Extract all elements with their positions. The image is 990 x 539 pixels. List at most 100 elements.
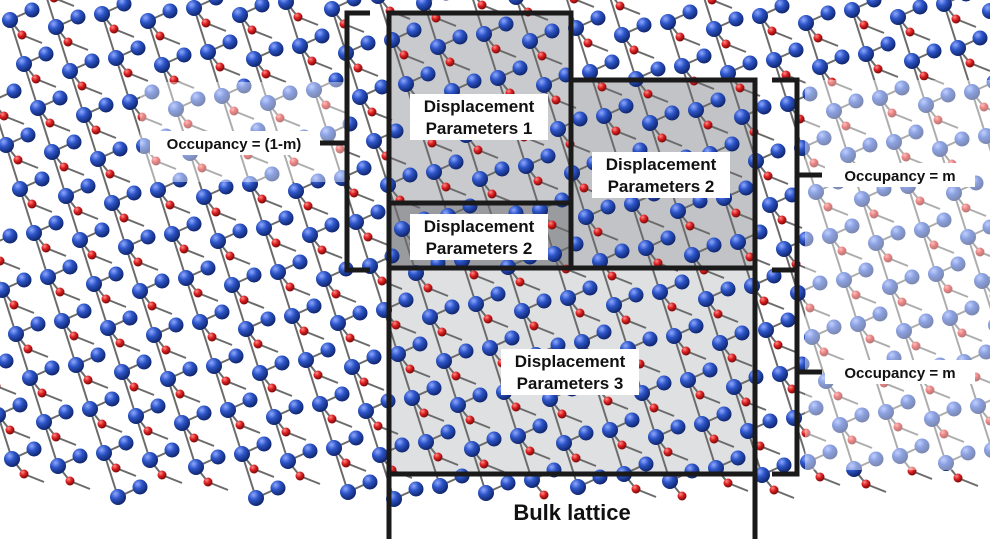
blue-atom	[448, 154, 464, 170]
blue-atom	[896, 323, 912, 339]
blue-atom	[22, 370, 38, 386]
blue-atom	[510, 428, 526, 444]
red-atom	[281, 427, 291, 437]
red-atom	[207, 332, 217, 342]
blue-atom	[698, 291, 714, 307]
blue-atom	[532, 418, 548, 434]
red-atom	[331, 289, 341, 299]
blue-atom	[408, 481, 424, 497]
blue-atom	[340, 484, 356, 500]
red-atom	[341, 458, 351, 468]
blue-atom	[740, 423, 756, 439]
label-box2-line2: Parameters 2	[608, 177, 715, 196]
blue-atom	[210, 449, 226, 465]
blue-atom	[242, 176, 258, 192]
blue-atom	[752, 8, 768, 24]
blue-atom	[918, 313, 934, 329]
blue-atom	[256, 220, 272, 236]
blue-atom	[674, 58, 690, 74]
blue-atom	[978, 344, 990, 360]
blue-atom	[140, 229, 156, 245]
blue-atom	[800, 454, 816, 470]
blue-atom	[44, 360, 60, 376]
blue-atom	[68, 357, 84, 373]
red-atom	[681, 346, 691, 356]
red-atom	[469, 270, 479, 280]
red-atom	[713, 309, 723, 319]
red-atom	[953, 473, 963, 483]
red-atom	[707, 0, 717, 5]
label-bg-box3	[501, 349, 639, 395]
blue-atom	[34, 171, 50, 187]
blue-atom	[352, 89, 368, 105]
label-box2b-line2: Parameters 2	[426, 239, 533, 258]
blue-atom	[412, 336, 428, 352]
blue-atom	[978, 128, 990, 144]
blue-atom	[90, 347, 106, 363]
blue-atom	[416, 0, 432, 11]
red-atom	[353, 63, 363, 73]
blue-atom	[422, 309, 438, 325]
blue-atom	[140, 13, 156, 29]
blue-atom	[150, 182, 166, 198]
blue-atom	[0, 282, 10, 298]
blue-atom	[518, 158, 534, 174]
red-atom	[643, 89, 653, 99]
blue-atom	[366, 133, 382, 149]
blue-atom	[122, 94, 138, 110]
red-atom	[557, 409, 567, 419]
blue-atom	[878, 404, 894, 420]
red-atom	[63, 37, 73, 47]
red-atom	[663, 447, 673, 457]
blue-atom	[110, 489, 126, 505]
red-atom	[515, 277, 525, 287]
blue-atom	[618, 98, 634, 114]
blue-atom	[150, 398, 166, 414]
blue-atom	[872, 90, 888, 106]
red-atom	[17, 30, 27, 40]
red-atom	[73, 206, 83, 216]
red-atom	[865, 334, 875, 344]
blue-atom	[40, 269, 56, 285]
blue-atom	[0, 137, 14, 153]
blue-atom	[904, 53, 920, 69]
red-atom	[579, 183, 589, 193]
blue-atom	[720, 65, 736, 81]
blue-atom	[288, 399, 304, 415]
red-atom	[961, 203, 971, 213]
blue-atom	[766, 52, 782, 68]
blue-atom	[960, 229, 976, 245]
red-atom	[83, 375, 93, 385]
blue-atom	[196, 189, 212, 205]
blue-atom	[36, 414, 52, 430]
blue-atom	[246, 267, 262, 283]
red-atom	[723, 478, 733, 488]
blue-atom	[780, 312, 796, 328]
blue-atom	[578, 209, 594, 225]
blue-atom	[146, 327, 162, 343]
red-atom	[373, 421, 383, 431]
blue-atom	[328, 72, 344, 88]
blue-atom	[186, 0, 202, 16]
red-atom	[97, 419, 107, 429]
label-occupancy-right-top: Occupancy = m	[844, 168, 955, 185]
blue-atom	[854, 407, 870, 423]
blue-atom	[58, 404, 74, 420]
blue-atom	[476, 26, 492, 42]
blue-atom	[62, 259, 78, 275]
blue-atom	[854, 191, 870, 207]
blue-atom	[104, 195, 120, 211]
blue-atom	[592, 253, 608, 269]
blue-atom	[846, 461, 862, 477]
blue-atom	[924, 411, 940, 427]
blue-atom	[450, 397, 466, 413]
blue-atom	[90, 151, 106, 167]
blue-atom	[50, 458, 66, 474]
red-atom	[833, 391, 843, 401]
blue-atom	[80, 178, 96, 194]
red-atom	[979, 102, 989, 112]
red-atom	[901, 152, 911, 162]
brackets	[320, 10, 822, 477]
red-atom	[965, 58, 975, 68]
red-atom	[65, 476, 75, 486]
